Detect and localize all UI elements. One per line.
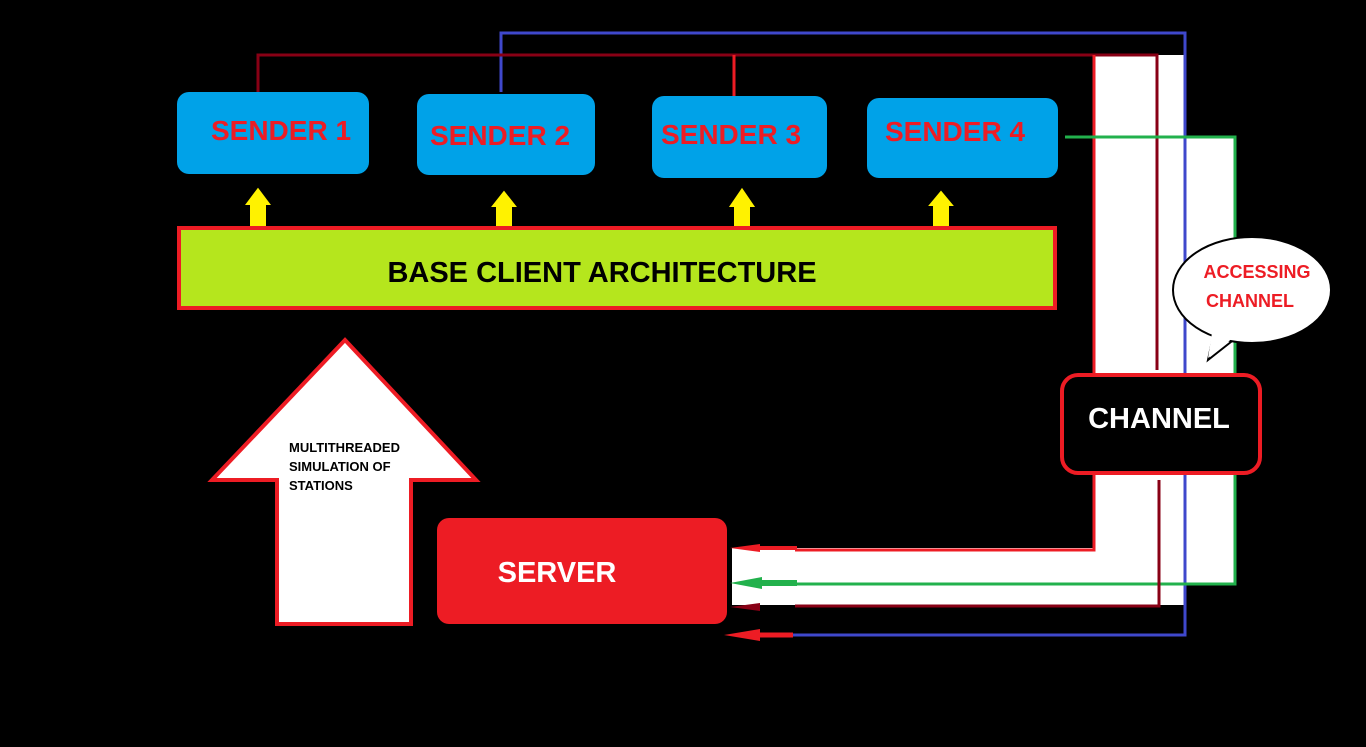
up-arrow-sender-1-icon [241, 184, 275, 231]
sender-2-box [417, 94, 595, 175]
multithreaded-arrow: MULTITHREADED SIMULATION OF STATIONS [207, 337, 481, 626]
sender-2: SENDER 2 [417, 94, 595, 175]
sender-3-box [652, 96, 827, 178]
corridor-vertical [1093, 55, 1185, 605]
sender-3-label: SENDER 3 [661, 119, 801, 150]
base-client-label: BASE CLIENT ARCHITECTURE [387, 257, 816, 289]
base-client-architecture: BASE CLIENT ARCHITECTURE [177, 226, 1057, 310]
channel-label: CHANNEL [1088, 403, 1230, 435]
sender-1: SENDER 1 [177, 92, 369, 174]
up-arrow-sender-4-icon [923, 187, 959, 229]
arrowhead-green [730, 577, 762, 589]
sender-1-box [177, 92, 369, 174]
server-label: SERVER [498, 557, 617, 589]
sender-4-label: SENDER 4 [885, 116, 1025, 147]
arrow-label-line-1: MULTITHREADED [289, 440, 400, 455]
sender-4: SENDER 4 [867, 98, 1058, 178]
channel: CHANNEL [1060, 373, 1262, 475]
callout-line-1: ACCESSING [1203, 262, 1310, 282]
up-arrow-sender-3-icon [725, 184, 759, 231]
up-arrow-sender-2-icon [486, 187, 522, 229]
base-to-sender-arrows [241, 184, 959, 231]
arrow-label-line-3: STATIONS [289, 478, 353, 493]
sender-3: SENDER 3 [652, 96, 827, 178]
server: SERVER [437, 518, 727, 624]
sender-4-box [867, 98, 1058, 178]
arrowhead-red [730, 544, 760, 552]
connection-lines [256, 31, 1237, 637]
sender-2-label: SENDER 2 [430, 120, 570, 151]
base-client-box [177, 226, 1057, 310]
arrow-label-line-2: SIMULATION OF [289, 459, 391, 474]
green-line-sender-4 [795, 135, 1237, 586]
accessing-channel-callout: ACCESSING CHANNEL [1172, 236, 1332, 363]
callout-bubble [1172, 236, 1332, 344]
corridor-green-strip [1185, 137, 1235, 584]
sender-1-label: SENDER 1 [211, 115, 351, 146]
arrowhead-darkred [730, 603, 760, 611]
big-up-arrow-icon [207, 337, 481, 626]
channel-corridor [732, 55, 1235, 605]
channel-box [1060, 373, 1262, 475]
corridor-horizontal [732, 548, 1185, 605]
callout-tail-fill [1208, 333, 1234, 358]
red-line-sender-3 [795, 55, 1096, 552]
darkred-line-channel-server [795, 480, 1161, 608]
blue-line-sender-2 [499, 31, 1187, 637]
callout-line-2: CHANNEL [1206, 291, 1294, 311]
arrowhead-red-bottom [724, 629, 760, 641]
darkred-line-senders [256, 53, 1159, 370]
server-arrowheads [724, 544, 797, 641]
server-box [437, 518, 727, 624]
